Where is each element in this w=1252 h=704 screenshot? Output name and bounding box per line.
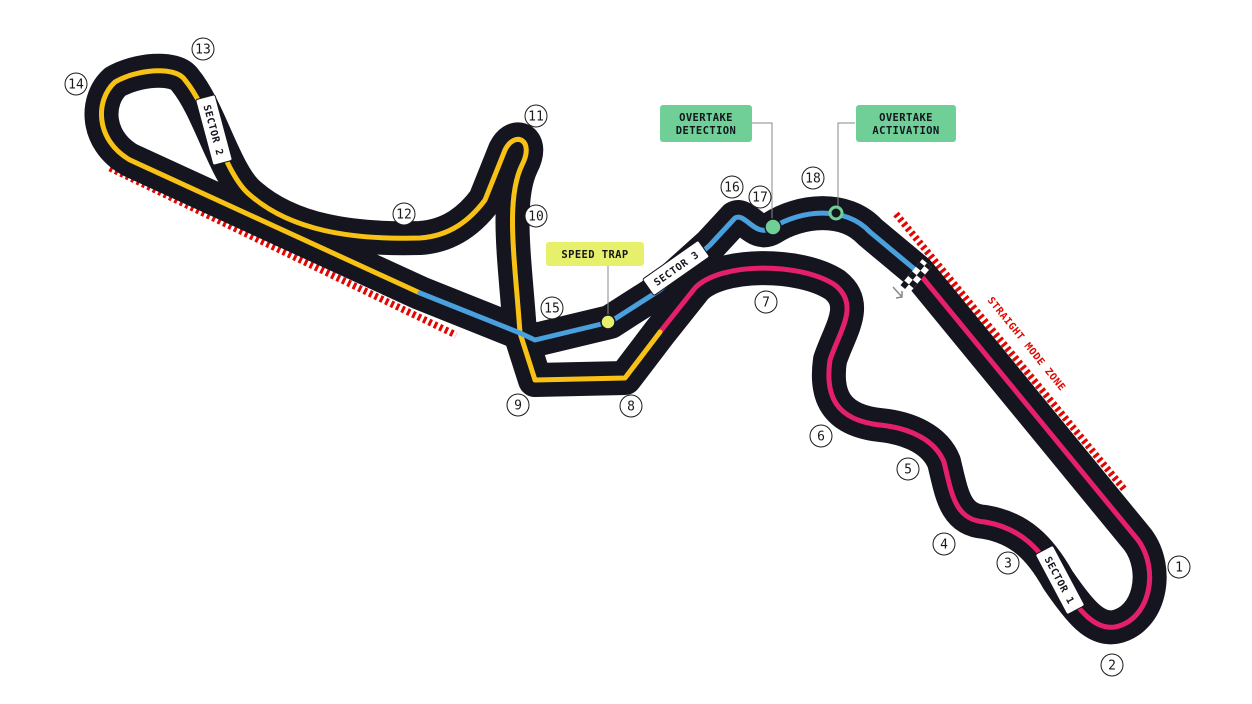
turn-marker-3: 3 xyxy=(996,551,1020,575)
sector-2-line xyxy=(99,68,663,383)
turn-marker-10-label: 10 xyxy=(528,210,544,225)
turn-marker-18-label: 18 xyxy=(805,172,821,187)
turn-marker-17-label: 17 xyxy=(752,191,768,206)
overtake-activation-marker xyxy=(828,205,844,221)
speed-trap-label: SPEED TRAP xyxy=(561,249,628,261)
turn-marker-14-label: 14 xyxy=(68,78,84,93)
overtake-detection-label-line1: OVERTAKE xyxy=(679,112,733,124)
turn-marker-10: 10 xyxy=(524,204,548,228)
turn-marker-5: 5 xyxy=(896,457,920,481)
turn-marker-12: 12 xyxy=(392,202,416,226)
track-base xyxy=(84,53,1167,645)
overtake-activation-label-line1: OVERTAKE xyxy=(879,112,933,124)
speed-trap-marker xyxy=(600,314,616,330)
turn-marker-6: 6 xyxy=(809,424,833,448)
straight-mode-zone-marker-back xyxy=(108,164,458,339)
overtake-detection-label-line2: DETECTION xyxy=(676,125,737,137)
sector-1-line xyxy=(657,265,1153,630)
track-loop-a xyxy=(84,53,1167,645)
turn-marker-18: 18 xyxy=(801,166,825,190)
turn-marker-12-label: 12 xyxy=(396,208,412,223)
turn-marker-11: 11 xyxy=(524,104,548,128)
turn-marker-16: 16 xyxy=(720,175,744,199)
direction-arrow-icon xyxy=(892,286,903,299)
turn-marker-15: 15 xyxy=(540,296,564,320)
overtake-detection-marker xyxy=(764,218,782,236)
turn-marker-6-label: 6 xyxy=(817,430,825,445)
turn-marker-15-label: 15 xyxy=(544,302,560,317)
overtake-activation-callout: OVERTAKE ACTIVATION xyxy=(828,105,956,221)
turn-marker-5-label: 5 xyxy=(904,463,912,478)
turn-marker-14: 14 xyxy=(64,72,88,96)
turn-marker-8: 8 xyxy=(619,394,643,418)
turn-marker-11-label: 11 xyxy=(528,110,544,125)
turn-marker-2: 2 xyxy=(1100,653,1124,677)
turn-marker-16-label: 16 xyxy=(724,181,740,196)
start-finish-checker-icon xyxy=(900,259,932,293)
turn-marker-9-label: 9 xyxy=(514,399,522,414)
turn-marker-17: 17 xyxy=(748,185,772,209)
turn-marker-4-label: 4 xyxy=(940,538,948,553)
speed-trap-callout: SPEED TRAP xyxy=(546,242,644,330)
turn-marker-8-label: 8 xyxy=(627,400,635,415)
turn-marker-7: 7 xyxy=(754,290,778,314)
turn-marker-7-label: 7 xyxy=(762,296,770,311)
turn-marker-2-label: 2 xyxy=(1108,659,1116,674)
turn-marker-13-label: 13 xyxy=(195,43,211,58)
turn-marker-4: 4 xyxy=(932,532,956,556)
turn-marker-1-label: 1 xyxy=(1175,561,1183,576)
overtake-activation-label-line2: ACTIVATION xyxy=(872,125,939,137)
sector-2-label: SECTOR 2 xyxy=(195,94,233,166)
turn-marker-3-label: 3 xyxy=(1004,557,1012,572)
overtake-detection-callout: OVERTAKE DETECTION xyxy=(660,105,782,236)
turn-marker-1: 1 xyxy=(1167,555,1191,579)
turn-marker-13: 13 xyxy=(191,37,215,61)
turn-markers: 1 2 3 4 5 6 7 8 9 10 11 12 13 14 15 16 1… xyxy=(64,37,1191,677)
straight-mode-zone-markers xyxy=(108,164,1127,492)
turn-marker-9: 9 xyxy=(506,393,530,417)
